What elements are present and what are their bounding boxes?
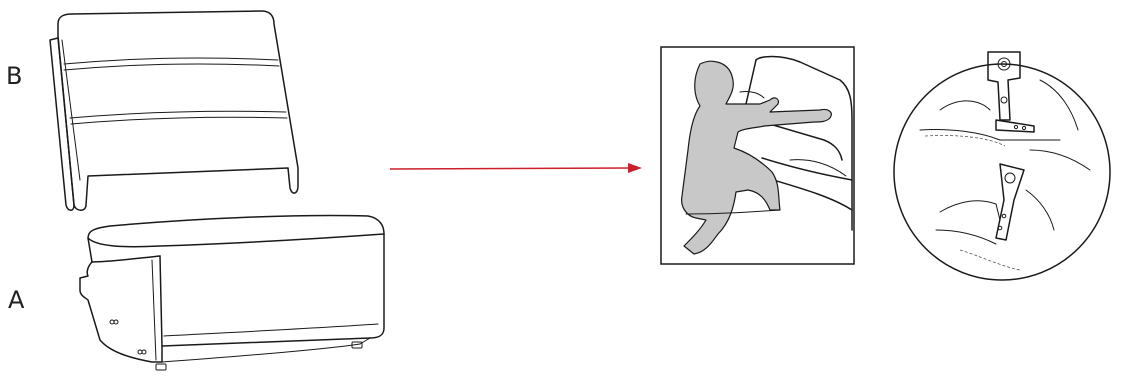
backrest-illustration <box>50 11 298 210</box>
assembly-panel <box>661 47 854 264</box>
right-arrow-icon <box>390 163 642 173</box>
bracket-detail-magnifier <box>894 52 1110 280</box>
seat-illustration <box>80 215 384 370</box>
